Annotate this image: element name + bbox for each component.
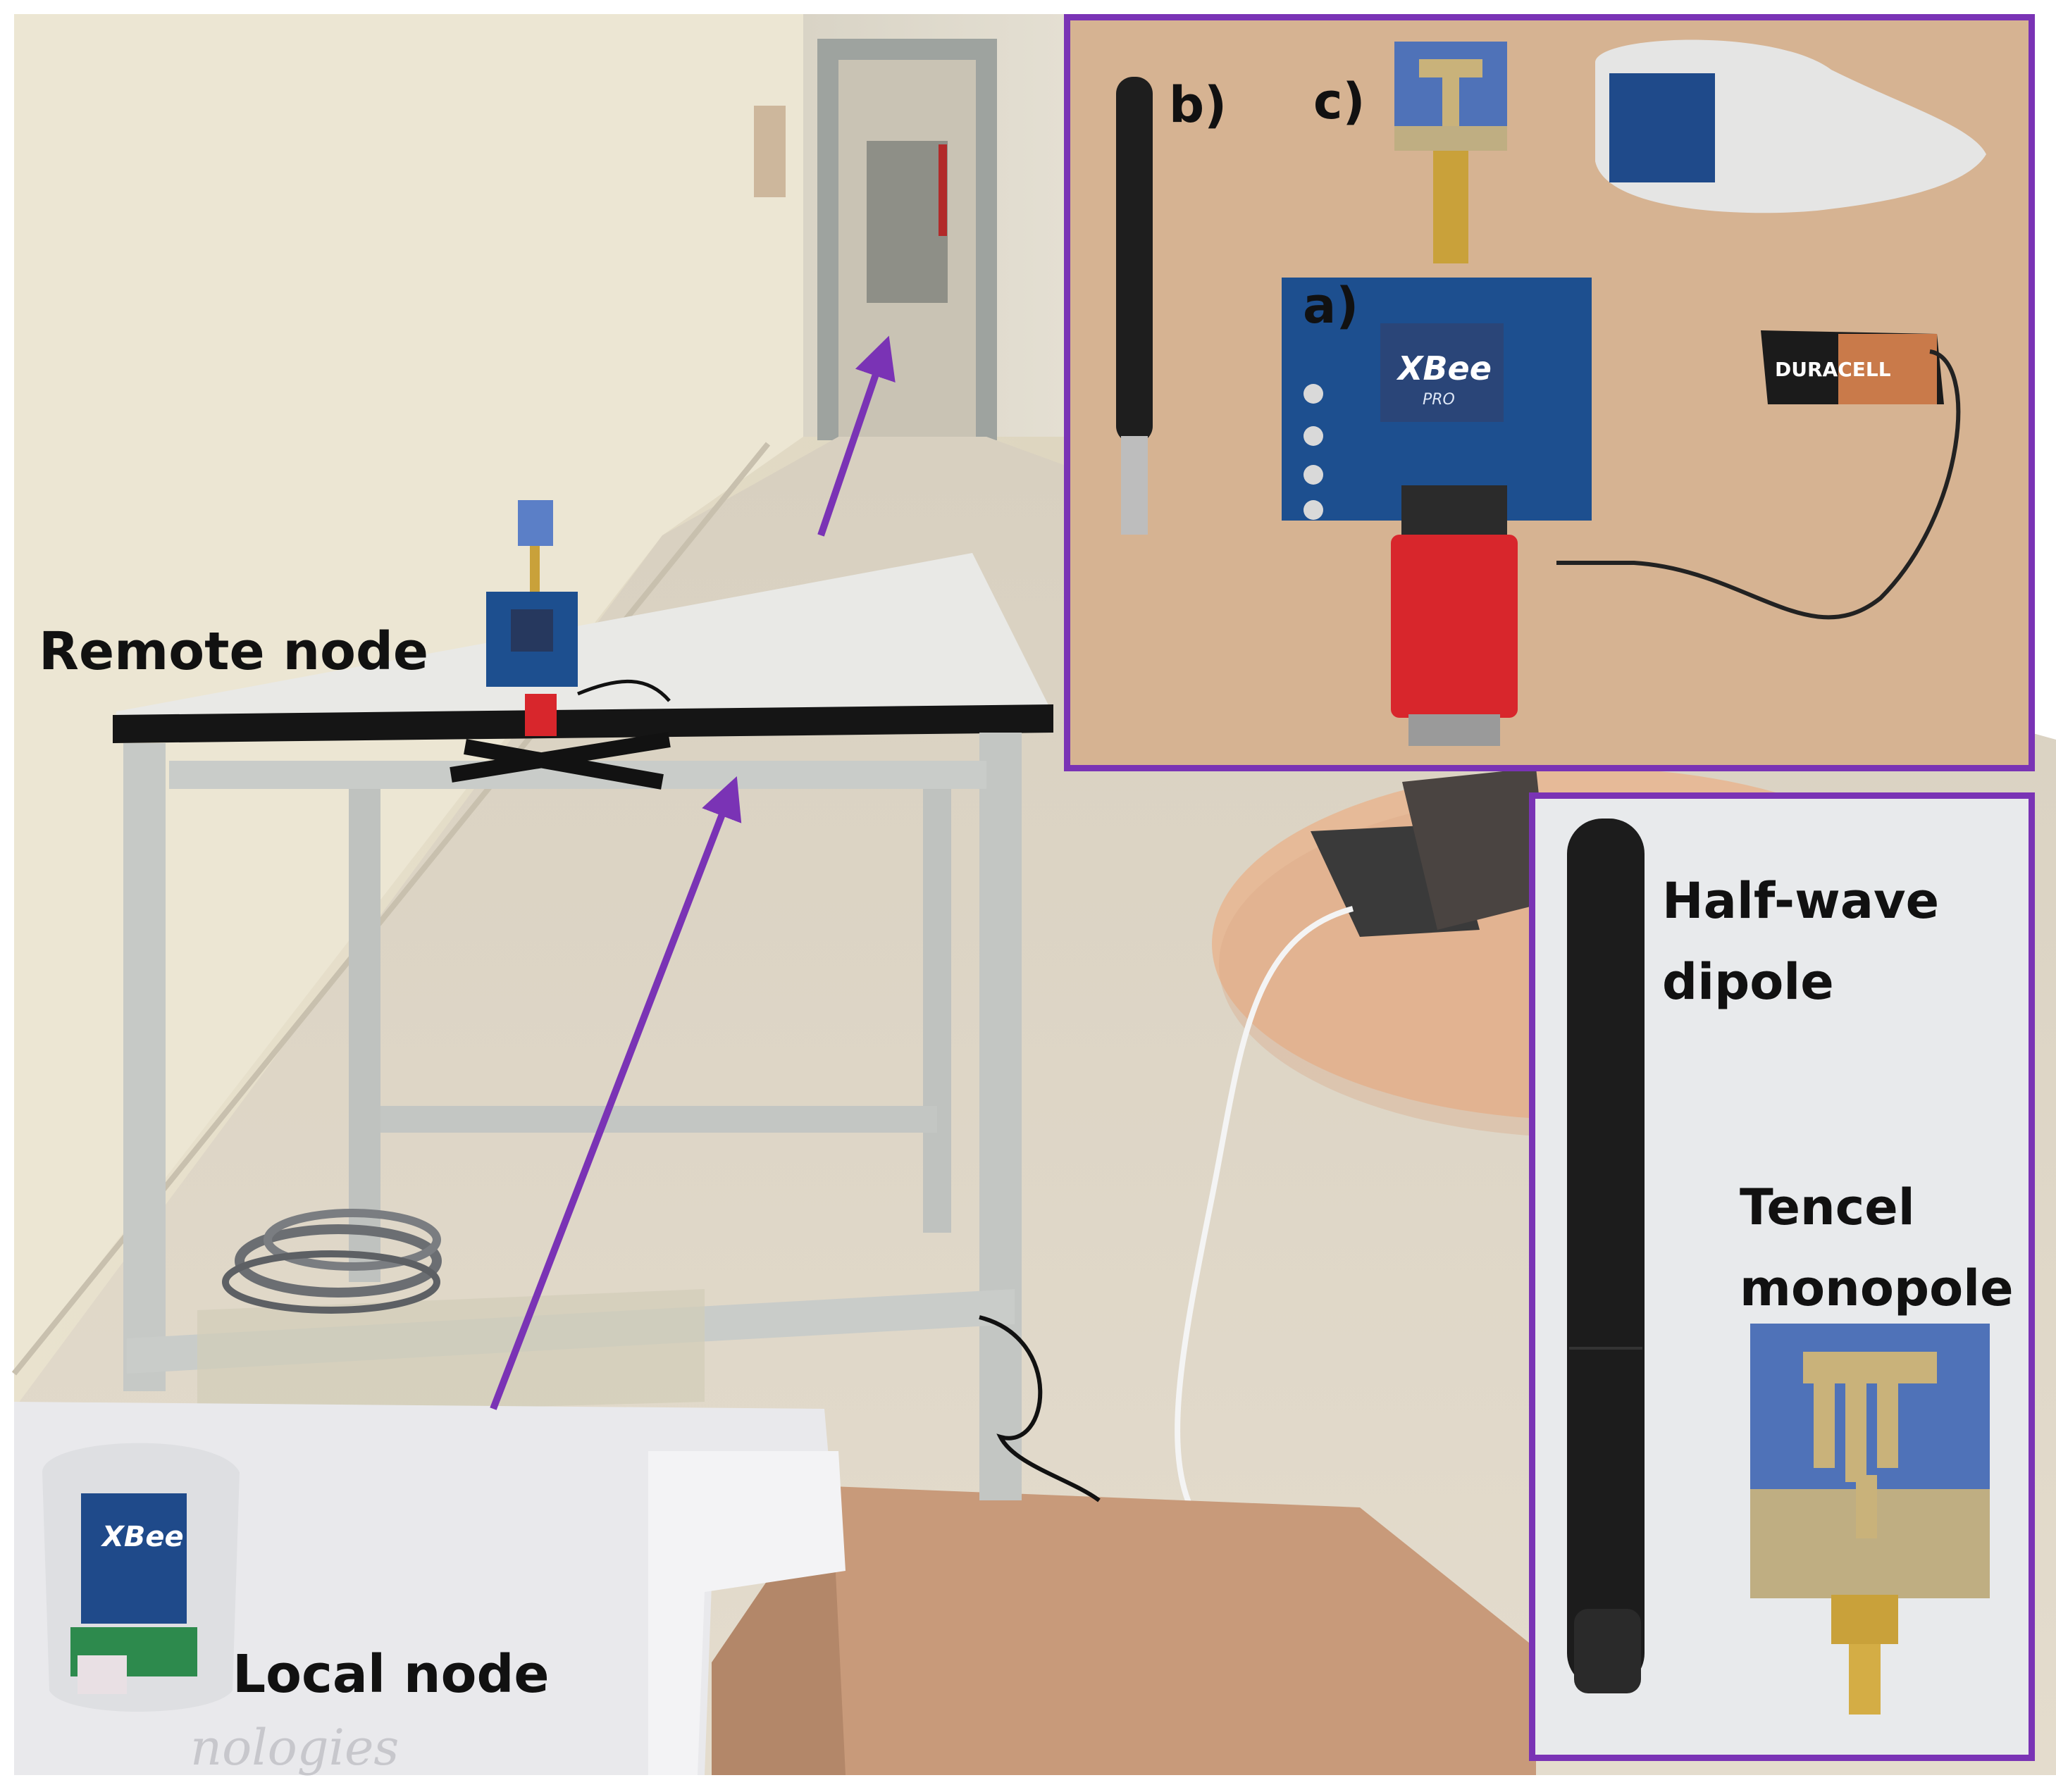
wall-box (754, 106, 786, 197)
tencel-label-line1: Tencel (1740, 1178, 1915, 1236)
table-edge (113, 704, 1053, 743)
usb-cable (1175, 906, 1354, 1509)
battery-cable (1556, 349, 1961, 620)
inset-antennas-panel: Half-wave dipole Tencel monopole (1529, 792, 2035, 1761)
red-door (939, 144, 947, 236)
red-serial-adapter (1391, 535, 1518, 718)
battery-brand: DURACELL (1775, 358, 1891, 381)
local-xbee-module (81, 1493, 187, 1624)
remote-adapter (525, 694, 557, 736)
box-print-text: nologies (190, 1719, 399, 1777)
local-xbee-logo: XBee (100, 1521, 184, 1553)
gold-adapter (1433, 151, 1468, 263)
arrow-corridor (817, 335, 896, 537)
xbee-logo: XBee (1396, 349, 1492, 387)
table-top (116, 553, 1053, 733)
components-photo: XBee PRO DURACELL (1070, 20, 2029, 765)
sma-connector (1121, 436, 1148, 535)
tencel-label-line2: monopole (1740, 1259, 2014, 1317)
half-wave-label-line1: Half-wave (1662, 872, 1940, 930)
table-leg-left (123, 743, 166, 1391)
local-node-label: Local node (233, 1644, 550, 1705)
inset-components-panel: XBee PRO DURACELL a) b) c) (1064, 14, 2035, 771)
remote-node-label: Remote node (39, 621, 429, 682)
half-wave-label-line2: dipole (1662, 953, 1834, 1011)
cable-coil (235, 1224, 442, 1298)
corridor-far (867, 141, 948, 303)
cardboard-box (712, 1486, 1536, 1775)
strap (450, 732, 671, 790)
remote-tencel-antenna (518, 500, 553, 546)
label-c: c) (1313, 73, 1365, 130)
dipole-antenna (1567, 819, 1645, 1688)
label-b: b) (1169, 76, 1227, 134)
whip-antenna (1116, 77, 1153, 443)
arrow-local-to-remote (490, 776, 742, 1410)
table-leg-right (979, 733, 1022, 1500)
monopole-connector (1831, 1595, 1898, 1644)
xbee-pro-text: PRO (1423, 391, 1455, 409)
antennas-photo (1535, 799, 2029, 1755)
label-a: a) (1303, 277, 1359, 335)
